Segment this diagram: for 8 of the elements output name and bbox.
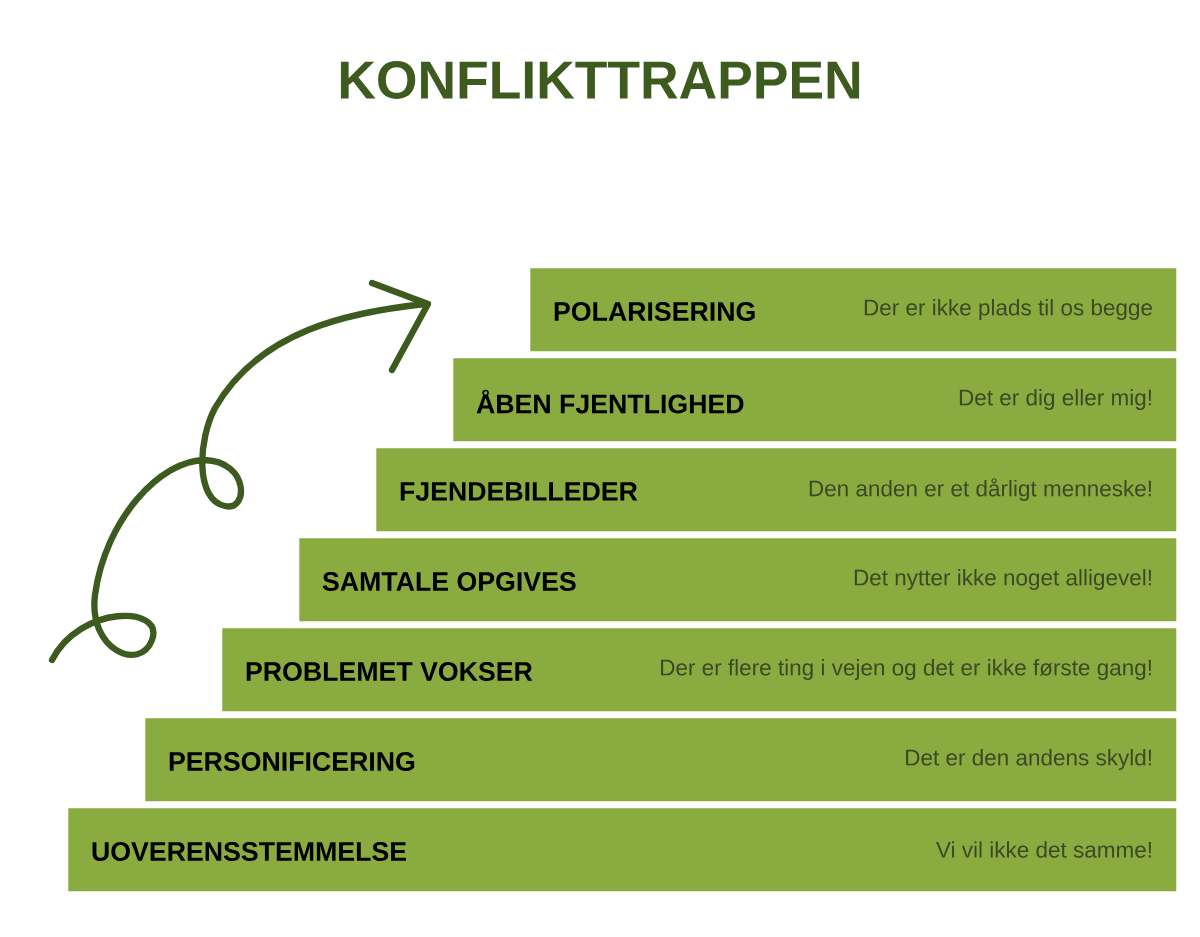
step-bar: SAMTALE OPGIVES Det nytter ikke noget alligevel! [299, 538, 1177, 622]
step-bar: PERSONIFICERING Det er den andens skyld! [145, 718, 1177, 802]
step-bar: UOVERENSSTEMMELSE Vi vil ikke det samme! [68, 808, 1177, 892]
step-bar: FJENDEBILLEDER Den anden er et dårligt menneske! [376, 448, 1177, 532]
title: KONFLIKTTRAPPEN [340, 61, 860, 99]
step-bar: POLARISERING Der er ikke plads til os begge [530, 268, 1177, 352]
step-bar: ÅBEN FJENTLIGHED Det er dig eller mig! [453, 358, 1177, 442]
step-bar: PROBLEMET VOKSER Der er flere ting i vejen og det er ikke første gang! [222, 628, 1177, 712]
